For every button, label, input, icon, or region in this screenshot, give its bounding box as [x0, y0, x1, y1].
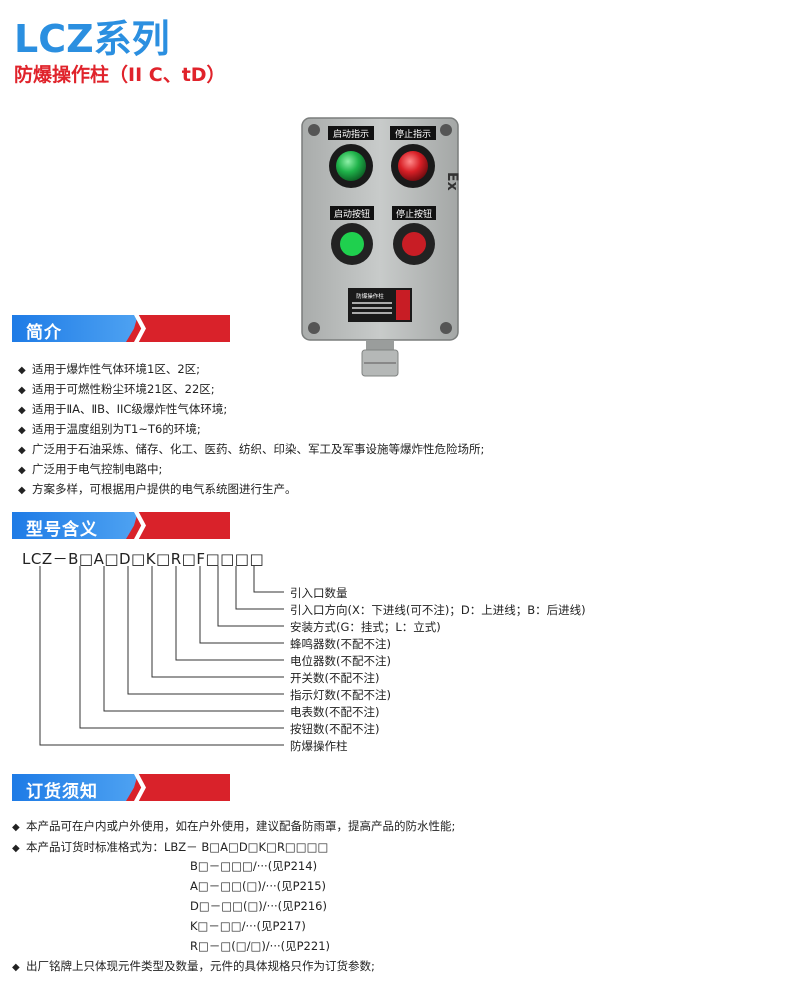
- page-title: LCZ系列: [14, 17, 170, 61]
- model-label: 安装方式(G：挂式；L：立式): [290, 620, 441, 634]
- order-format-line: A□－□□(□)/···(见P215): [190, 879, 327, 893]
- order-format-line: K□－□□/···(见P217): [190, 919, 306, 933]
- order-format-line: B□－□□□/···(见P214): [190, 859, 318, 873]
- section-header-intro: 简介: [12, 315, 230, 343]
- bullet-icon: ◆: [18, 385, 26, 396]
- bullet-icon: ◆: [12, 822, 20, 833]
- intro-bullet: ◆广泛用于石油采炼、储存、化工、医药、纺织、印染、军工及军事设施等爆炸性危险场所…: [18, 442, 485, 456]
- intro-bullet: ◆适用于爆炸性气体环境1区、2区;: [18, 362, 201, 376]
- model-label: 引入口方向(X：下进线(可不注)；D：上进线；B：后进线): [290, 603, 586, 617]
- label-start-indicator: 启动指示: [333, 128, 369, 140]
- page-subtitle: 防爆操作柱（II C、tD）: [14, 64, 226, 86]
- label-stop-button: 停止按钮: [396, 208, 432, 220]
- bullet-icon: ◆: [18, 405, 26, 416]
- intro-bullet: ◆适用于可燃性粉尘环境21区、22区;: [18, 382, 215, 396]
- label-stop-indicator: 停止指示: [395, 128, 431, 140]
- order-format-line: R□－□(□/□)/···(见P221): [190, 939, 330, 953]
- order-bullet: ◆本产品可在户内或户外使用，如在户外使用，建议配备防雨罩，提高产品的防水性能;: [12, 819, 456, 833]
- model-label: 按钮数(不配不注): [290, 722, 380, 736]
- explosion-proof-column-illustration: 启动指示 停止指示 启动按钮 停止按钮 Ex 防爆操作柱: [301, 117, 460, 377]
- bullet-icon: ◆: [18, 445, 26, 456]
- model-code: LCZ－B□A□D□K□R□F□□□□: [22, 550, 265, 568]
- intro-bullet: ◆适用于温度组别为T1~T6的环境;: [18, 422, 201, 436]
- nameplate-title: 防爆操作柱: [356, 292, 384, 300]
- model-label: 蜂鸣器数(不配不注): [290, 637, 391, 651]
- model-label: 电位器数(不配不注): [290, 654, 391, 668]
- order-format-line: D□－□□(□)/···(见P216): [190, 899, 327, 913]
- section-title-order: 订货须知: [26, 782, 98, 802]
- bullet-icon: ◆: [12, 962, 20, 973]
- section-header-order: 订货须知: [12, 774, 230, 802]
- bullet-icon: ◆: [18, 425, 26, 436]
- product-image: 启动指示 停止指示 启动按钮 停止按钮 Ex 防爆操作柱: [300, 116, 460, 386]
- model-label: 引入口数量: [290, 586, 348, 600]
- intro-bullet: ◆广泛用于电气控制电路中;: [18, 462, 163, 476]
- model-label: 电表数(不配不注): [290, 705, 380, 719]
- section-title-model: 型号含义: [26, 520, 98, 540]
- model-label: 防爆操作柱: [290, 739, 348, 753]
- order-bullet: ◆本产品订货时标准格式为：LBZ－ B□A□D□K□R□□□□: [12, 840, 329, 854]
- model-label: 指示灯数(不配不注): [290, 688, 391, 702]
- intro-bullet: ◆方案多样，可根据用户提供的电气系统图进行生产。: [18, 482, 297, 496]
- model-label: 开关数(不配不注): [290, 671, 380, 685]
- bullet-icon: ◆: [18, 465, 26, 476]
- bullet-icon: ◆: [12, 843, 20, 854]
- section-title-intro: 简介: [26, 323, 62, 343]
- intro-bullet: ◆适用于ⅡA、ⅡB、IIC级爆炸性气体环境;: [18, 402, 228, 416]
- section-header-model: 型号含义: [12, 512, 230, 540]
- label-start-button: 启动按钮: [334, 208, 370, 220]
- bullet-icon: ◆: [18, 485, 26, 496]
- bullet-icon: ◆: [18, 365, 26, 376]
- ex-mark: Ex: [444, 172, 460, 191]
- order-bullet: ◆出厂铭牌上只体现元件类型及数量，元件的具体规格只作为订货参数;: [12, 959, 375, 973]
